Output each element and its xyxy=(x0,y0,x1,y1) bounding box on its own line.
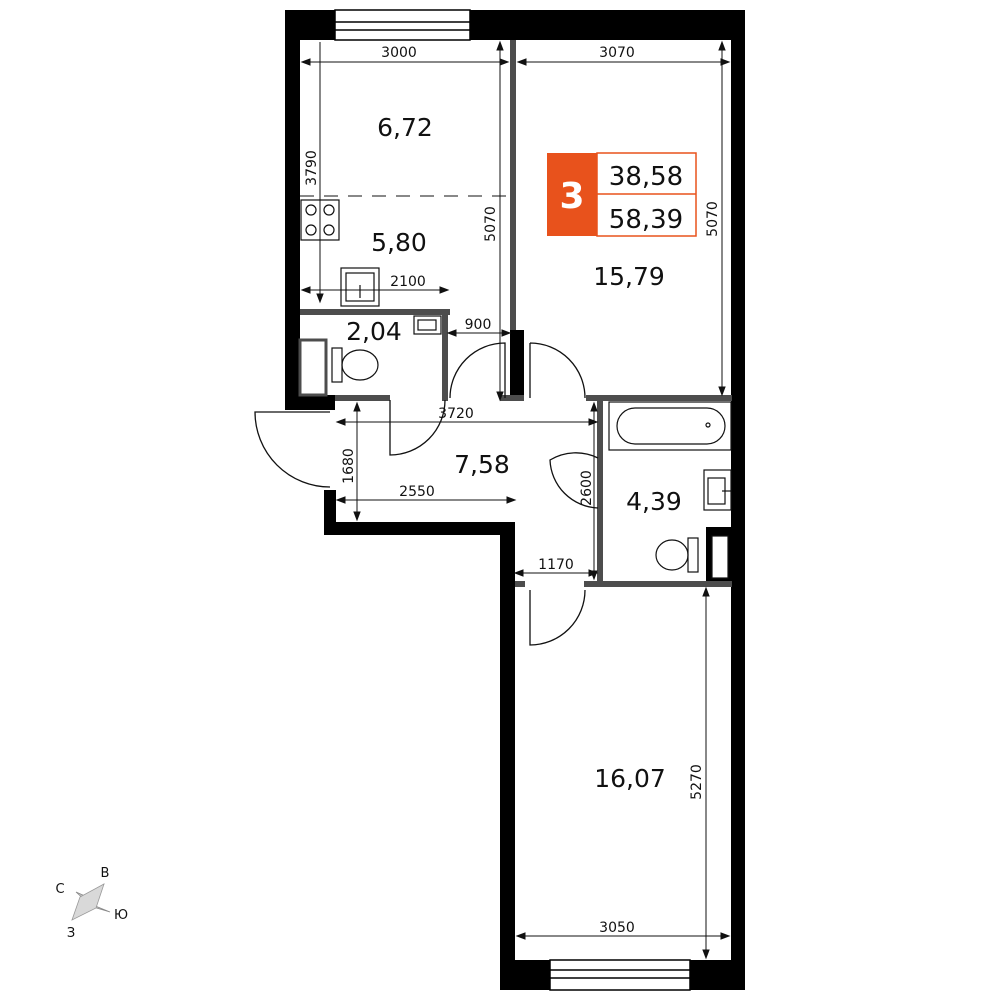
badge-rooms-box xyxy=(547,153,597,236)
door-entry xyxy=(254,411,331,488)
badge-rooms-count: 3 xyxy=(559,176,584,217)
partition-wc-right xyxy=(442,309,448,401)
wall-hall-bottom xyxy=(324,522,514,535)
wall-left-bottom xyxy=(285,395,335,410)
window-bottom xyxy=(549,959,691,991)
wall-bottom-left-seg xyxy=(500,960,550,990)
area-room-top-right: 15,79 xyxy=(593,262,665,291)
wall-right xyxy=(731,10,745,990)
partition-wc-bottom xyxy=(335,395,390,401)
dim-bottom-height: 5270 xyxy=(689,764,705,800)
partition-hall-bottom-right xyxy=(500,395,524,401)
partition-right-bottom xyxy=(586,395,732,401)
partitions xyxy=(298,40,732,587)
dim-hall-height: 1680 xyxy=(341,448,357,484)
compass-north: С xyxy=(55,882,64,897)
exterior-walls xyxy=(285,10,745,990)
dim-top-right-width: 3070 xyxy=(599,45,635,61)
dim-top-left-width: 3000 xyxy=(381,45,417,61)
dim-hall-lower-width: 2550 xyxy=(399,484,435,500)
windows xyxy=(334,9,691,991)
door-right-room-left xyxy=(449,342,506,399)
wall-left xyxy=(285,10,300,410)
dim-hall-width: 3720 xyxy=(438,406,474,422)
partition-wc-top xyxy=(300,309,450,315)
dim-top-left-height: 3790 xyxy=(304,150,320,186)
bathtub-icon xyxy=(608,401,732,451)
bath-toilet-icon xyxy=(655,537,699,573)
dim-kitchen-height: 5070 xyxy=(483,206,499,242)
bath-sink-icon xyxy=(703,469,732,511)
area-kitchen: 5,80 xyxy=(371,228,427,257)
area-hall: 7,58 xyxy=(454,450,510,479)
dimension-lines xyxy=(300,40,731,960)
washer-icon xyxy=(711,535,729,579)
badge-living-area: 38,58 xyxy=(609,162,683,192)
partition-corridor-left xyxy=(515,581,525,587)
wall-top-right xyxy=(470,10,745,40)
area-room-bottom: 16,07 xyxy=(594,764,666,793)
fixtures xyxy=(300,199,732,579)
door-wc xyxy=(389,399,446,456)
badge-total-area: 58,39 xyxy=(609,205,683,235)
door-bottom-room xyxy=(529,589,586,646)
door-bathroom xyxy=(549,452,599,509)
dim-right-height: 5070 xyxy=(705,201,721,237)
compass-icon: С В Ю З xyxy=(55,866,128,941)
window-top xyxy=(334,9,471,41)
compass-west: З xyxy=(67,926,75,941)
kitchen-sink-icon xyxy=(340,267,380,307)
partition-mid-vertical xyxy=(510,40,516,330)
dim-bath-height: 2600 xyxy=(579,470,595,506)
area-wc: 2,04 xyxy=(346,317,402,346)
dim-corridor-width: 1170 xyxy=(538,557,574,573)
partition-mid-black xyxy=(510,330,524,400)
wc-sink-icon xyxy=(413,315,442,335)
wall-bottom-left xyxy=(500,522,515,990)
compass-east: В xyxy=(101,866,110,881)
dim-bottom-width: 3050 xyxy=(599,920,635,936)
wall-bottom-right-seg xyxy=(690,960,745,990)
partition-bath-bottom xyxy=(584,581,732,587)
compass-south: Ю xyxy=(114,908,128,923)
toilet-icon xyxy=(331,347,379,383)
dim-kitchen-counter: 2100 xyxy=(390,274,426,290)
area-badge: 3 38,58 58,39 xyxy=(547,152,697,237)
door-right-room-right xyxy=(529,342,586,399)
wc-alcove-wall xyxy=(298,338,328,397)
area-room-top-left: 6,72 xyxy=(377,113,433,142)
area-bathroom: 4,39 xyxy=(626,487,682,516)
partition-bath-left xyxy=(597,395,603,585)
dim-door-width: 900 xyxy=(465,317,492,333)
